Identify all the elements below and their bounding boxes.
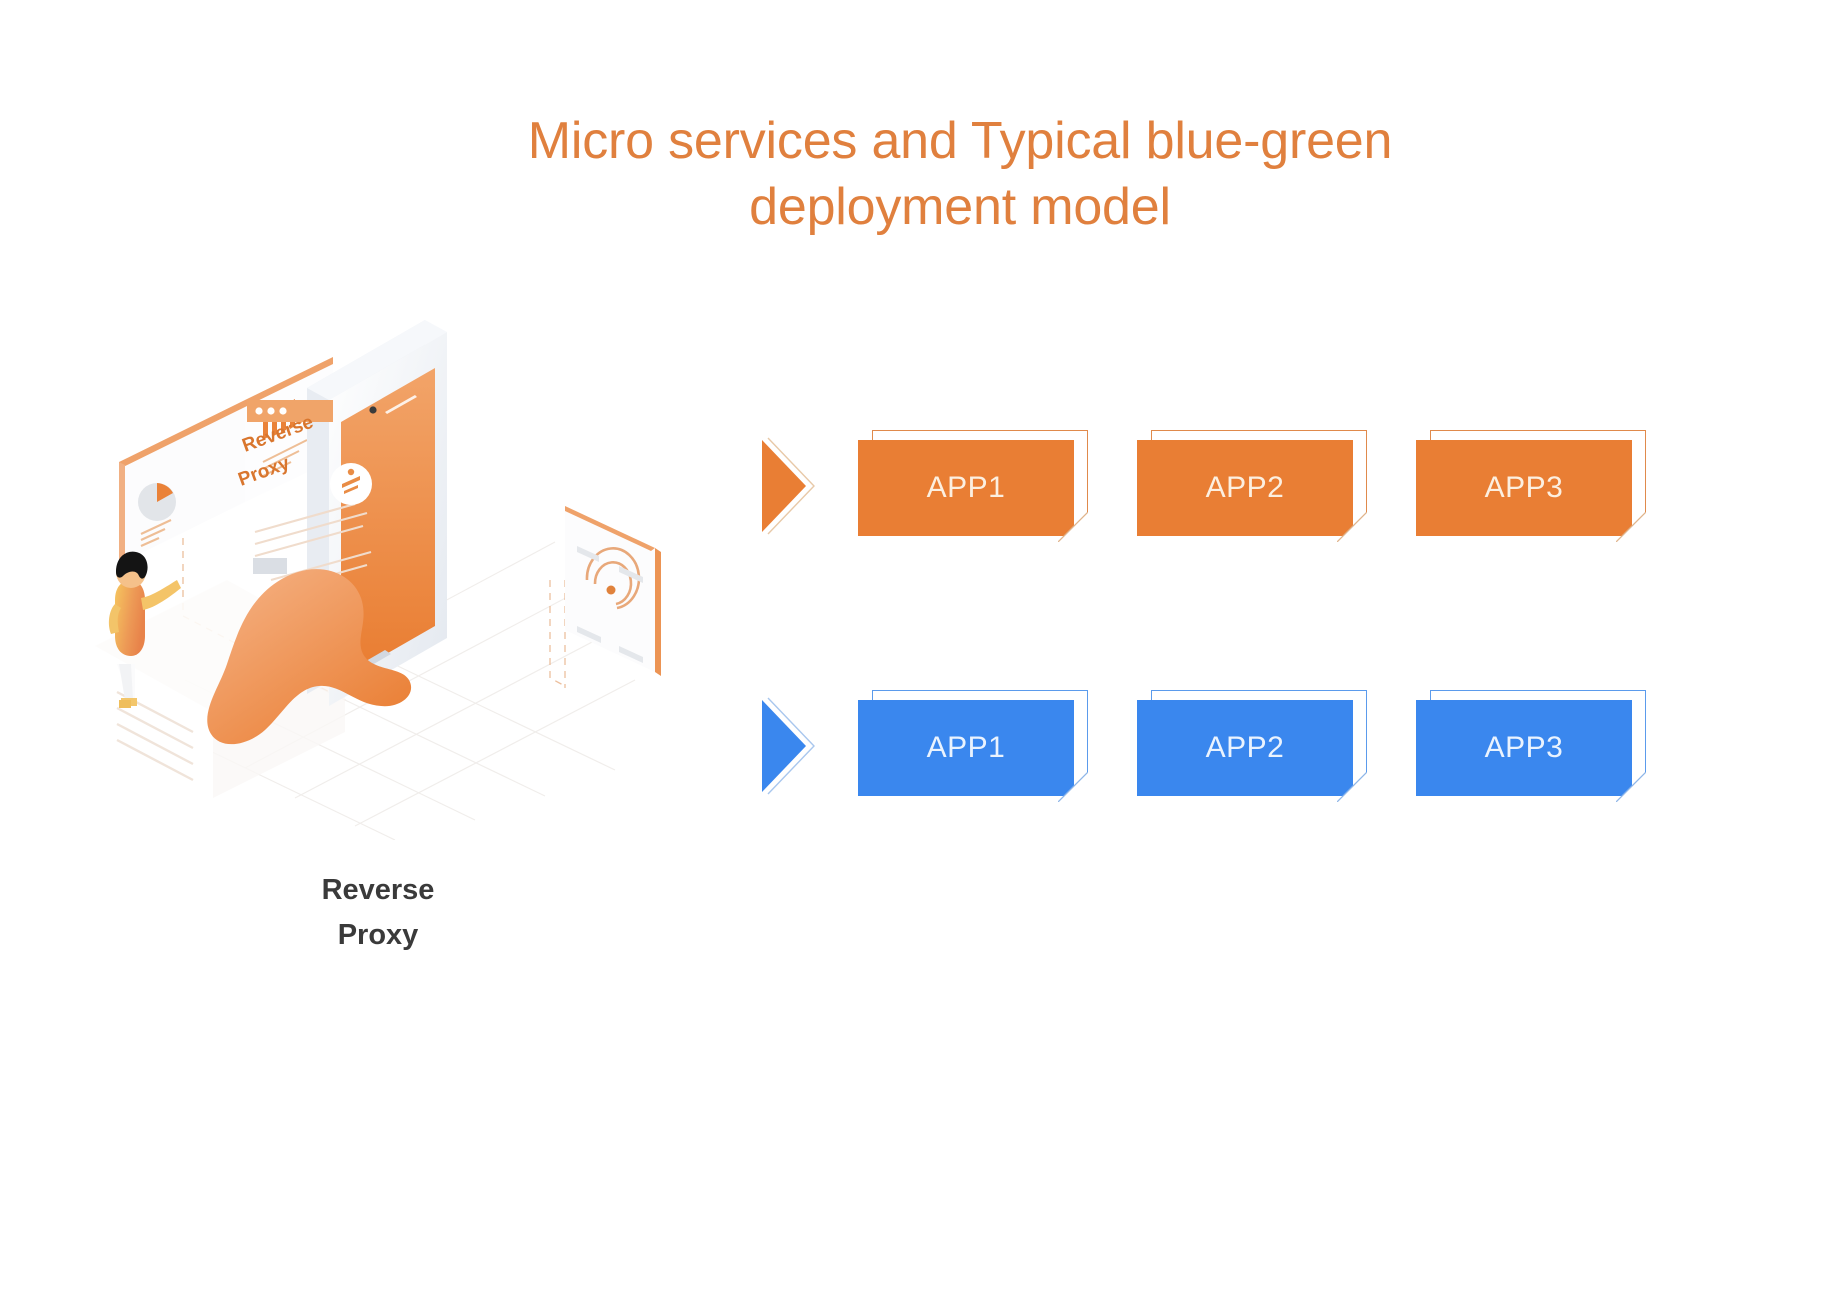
app-card-orange-1[interactable]: APP1 [858, 430, 1088, 542]
server-badge-icon [342, 468, 360, 494]
app-card-label: APP2 [1205, 471, 1285, 504]
orange-app-row: APP1 APP2 AP [0, 430, 1832, 560]
chevron-right-icon-orange [760, 436, 818, 536]
app-card-orange-2[interactable]: APP2 [1137, 430, 1367, 542]
reverse-proxy-caption: Reverse Proxy [321, 874, 435, 951]
app-card-orange-3[interactable]: APP3 [1416, 430, 1646, 542]
app-card-body: APP3 [1416, 700, 1632, 796]
dashboard-card-pie-chart [119, 400, 245, 564]
app-card-label: APP1 [926, 471, 1006, 504]
chevron-right-icon-blue [760, 696, 818, 796]
proxy-blob-shape [207, 569, 412, 745]
app-card-label: APP1 [926, 731, 1006, 764]
app-card-blue-1[interactable]: APP1 [858, 690, 1088, 802]
app-card-body: APP3 [1416, 440, 1632, 536]
app-card-label: APP3 [1484, 471, 1564, 504]
blue-app-row: APP1 APP2 AP [0, 690, 1832, 820]
app-card-label: APP2 [1205, 731, 1285, 764]
person-figure [108, 551, 181, 708]
app-card-blue-3[interactable]: APP3 [1416, 690, 1646, 802]
gauge-panel [565, 506, 661, 676]
app-card-body: APP2 [1137, 700, 1353, 796]
page-title: Micro services and Typical blue-green de… [527, 112, 1393, 236]
app-card-label: APP3 [1484, 731, 1564, 764]
app-card-body: APP1 [858, 700, 1074, 796]
app-card-body: APP1 [858, 440, 1074, 536]
app-card-blue-2[interactable]: APP2 [1137, 690, 1367, 802]
reverse-proxy-illustration: Reverse Proxy [95, 280, 665, 840]
app-card-body: APP2 [1137, 440, 1353, 536]
smartphone-device [307, 320, 447, 706]
